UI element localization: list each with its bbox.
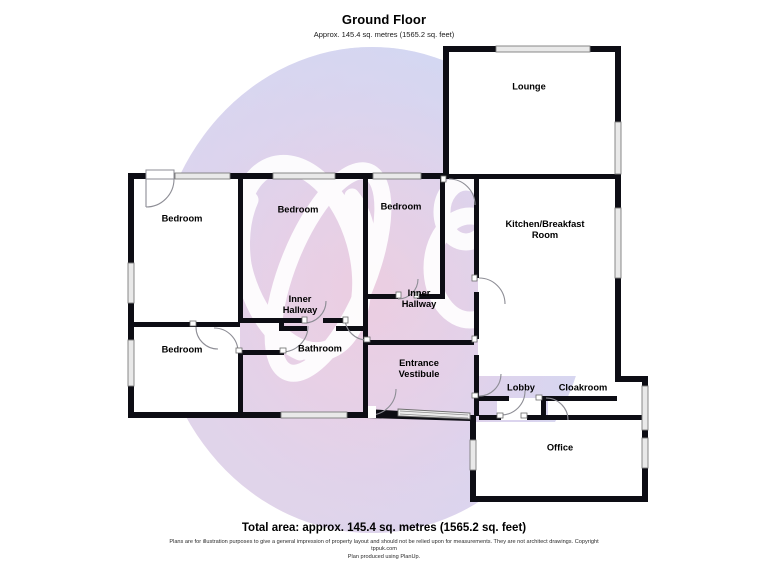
- total-area-text: Total area: approx. 145.4 sq. metres (15…: [241, 522, 527, 534]
- room-fills-white: [132, 50, 644, 498]
- plan-footer: Total area: approx. 145.4 sq. metres (15…: [0, 521, 768, 561]
- sliding-entrance-door: [397, 408, 471, 420]
- plan-area-subtitle: Approx. 145.4 sq. metres (1565.2 sq. fee…: [313, 30, 455, 39]
- windows: [127, 45, 649, 471]
- disclaimer-line-2: tppuk.com: [371, 546, 397, 553]
- disclaimer-line-3: Plan produced using PlanUp.: [347, 553, 421, 560]
- page-title: Ground Floor: [341, 12, 427, 27]
- disclaimer-line-1: Plans are for illustration purposes to g…: [169, 539, 599, 545]
- door-jambs: [189, 175, 543, 419]
- plan-header: Ground Floor Approx. 145.4 sq. metres (1…: [0, 12, 768, 40]
